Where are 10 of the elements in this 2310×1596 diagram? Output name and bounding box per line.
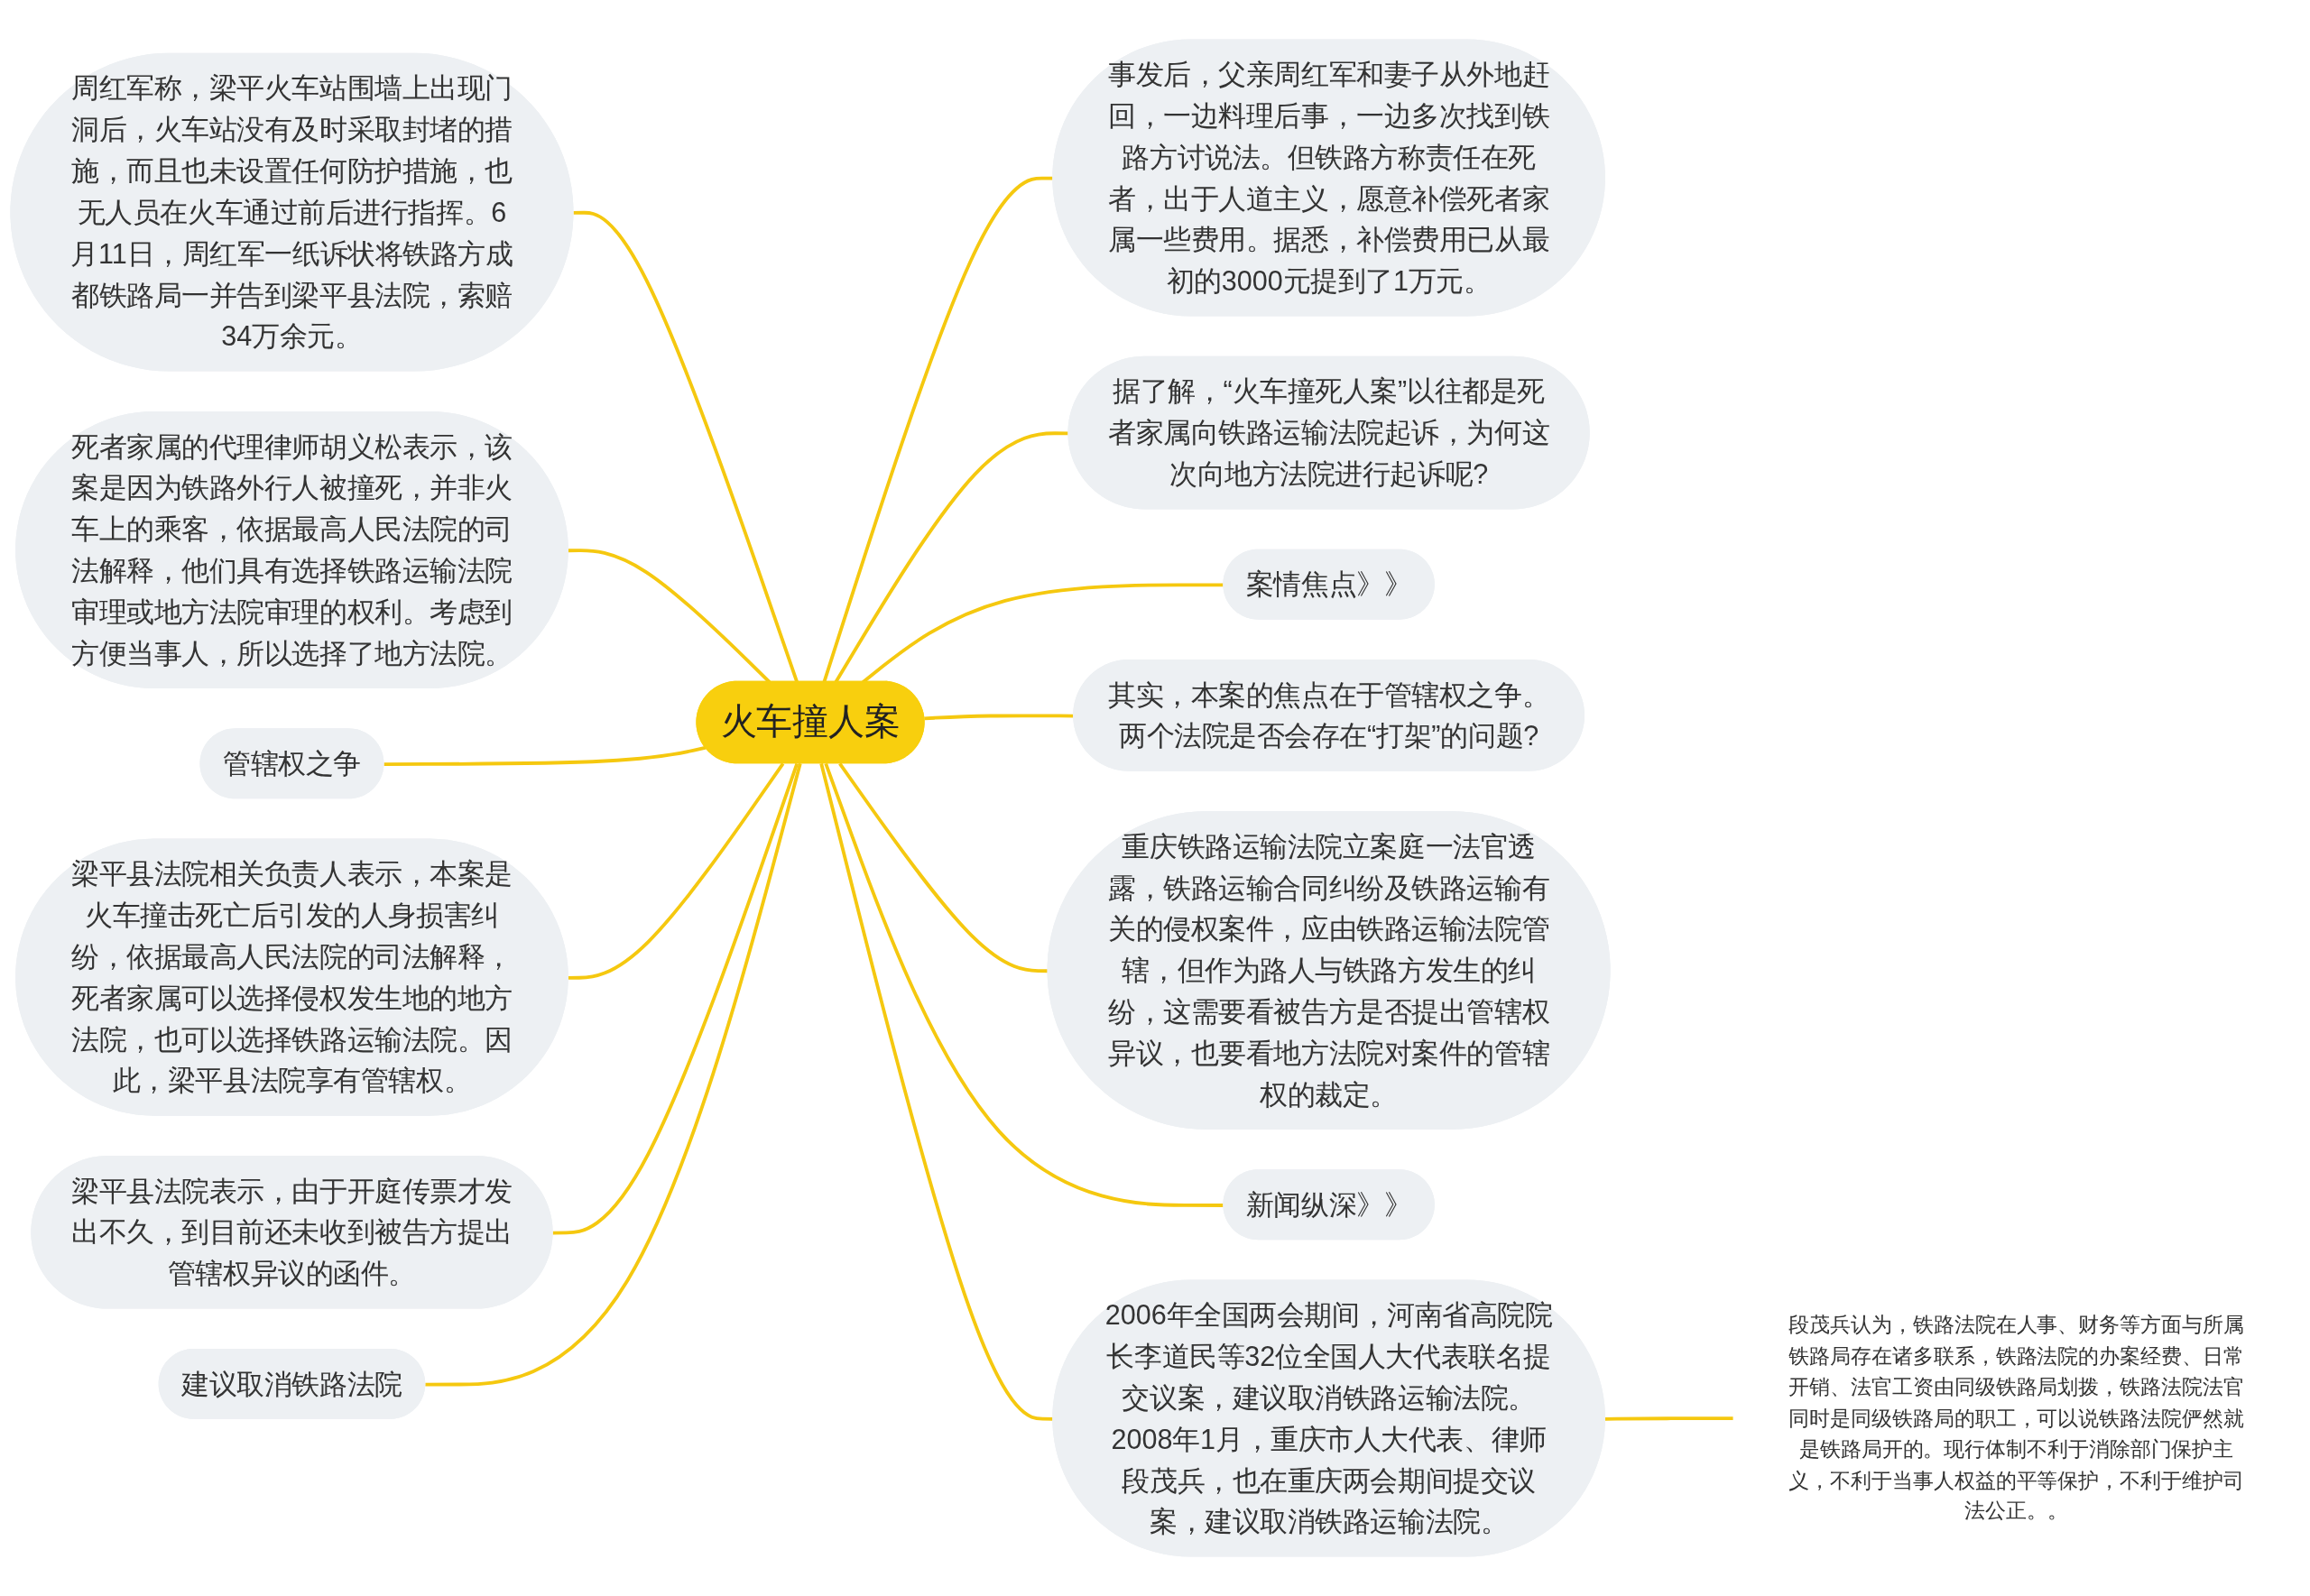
connector xyxy=(824,762,1224,1207)
node-text: 段茂兵认为，铁路法院在人事、财务等方面与所属铁路局存在诸多联系，铁路法院的办案经费、日常开销、法官工资由同级铁路局划拨，铁路法院法官同时是同级铁路局的职工，可以说铁路法院俨然就是铁路局开的。现行体制不利于消除部门保护主义，不利于当事人权益的平等保护，不利于维护司法公正。。 xyxy=(1788,1312,2244,1523)
connector xyxy=(822,176,1054,683)
connector xyxy=(568,762,785,980)
connector xyxy=(383,745,707,766)
connector xyxy=(552,762,799,1235)
connector xyxy=(573,210,799,683)
connector xyxy=(819,762,1054,1421)
connector xyxy=(425,762,802,1387)
connector xyxy=(1604,1416,1734,1421)
